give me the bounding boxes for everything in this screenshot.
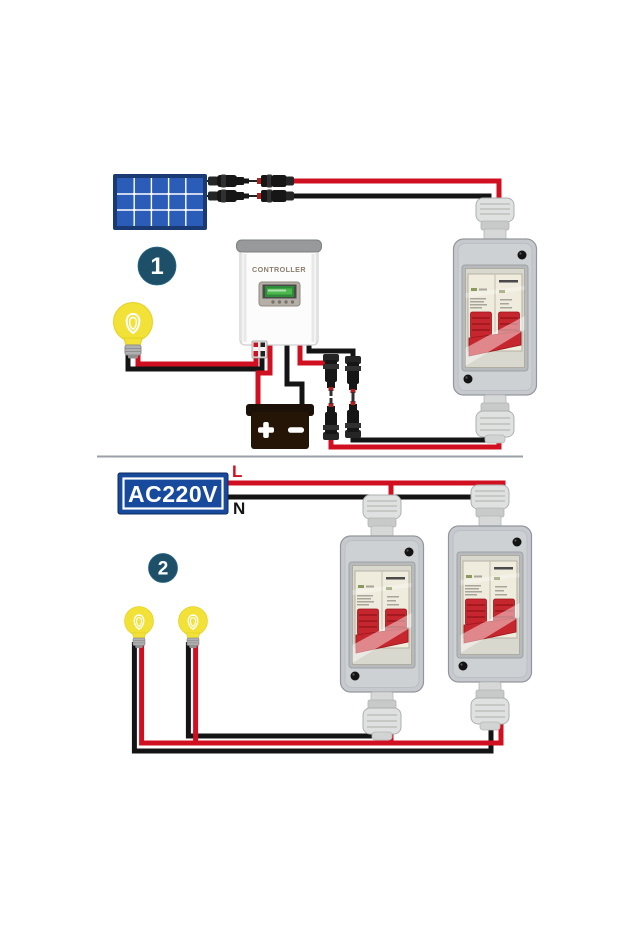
- section-1: 1 CONTROLLER: [112, 173, 538, 450]
- terminal-block: [251, 340, 268, 359]
- mc4-connector-icon: [345, 396, 361, 438]
- light-bulb-icon: [177, 605, 209, 649]
- wire-battery-negative: [284, 344, 305, 408]
- wire-load-positive: [135, 351, 259, 367]
- light-bulb-icon: [123, 605, 155, 649]
- wire-battery-positive: [255, 344, 273, 408]
- mc4-connector-icon: [345, 356, 361, 398]
- mc4-connector-icon: [323, 354, 339, 396]
- battery-minus-symbol: [288, 427, 304, 433]
- wire-load-negative: [125, 351, 265, 372]
- controller-icon: CONTROLLER: [236, 239, 322, 346]
- wire-breaker1-out-negative: [350, 424, 492, 443]
- ac-source-text: AC220V: [128, 481, 218, 507]
- light-bulb-icon: [112, 301, 154, 360]
- panel-grid-dots: [132, 192, 188, 212]
- ac-source-label: AC220V: [117, 472, 229, 515]
- wire-pv-positive: [288, 178, 502, 218]
- step-badge-1: 1: [137, 246, 177, 286]
- wire-line-n: [224, 494, 494, 506]
- controller-button: [277, 300, 282, 304]
- battery-icon: [246, 404, 314, 449]
- step-number-2: 2: [158, 559, 169, 580]
- breaker-enclosure-2: [339, 494, 425, 741]
- breaker-enclosure-3: [447, 484, 533, 731]
- solar-panel-icon: [113, 174, 207, 230]
- battery-plus-symbol: [258, 422, 274, 438]
- step-number-1: 1: [150, 253, 163, 280]
- controller-display: [258, 281, 301, 307]
- mc4-connector-pair-positive: [207, 173, 295, 189]
- line-label: L: [232, 462, 242, 481]
- step-badge-2: 2: [148, 553, 178, 583]
- controller-button: [271, 300, 275, 304]
- section-2: AC220V L N 2: [117, 462, 533, 754]
- wire-red-bus: [139, 642, 504, 746]
- neutral-label: N: [233, 499, 245, 518]
- controller-button: [284, 300, 288, 304]
- wire-line-l: [224, 480, 506, 496]
- wire-pv-negative: [290, 193, 492, 218]
- mc4-connector-pair-negative: [207, 188, 295, 204]
- breaker-enclosure-1: [452, 197, 538, 444]
- mc4-connector-icon: [323, 398, 339, 440]
- controller-button: [290, 300, 295, 304]
- controller-label: CONTROLLER: [252, 265, 306, 274]
- wire-black-outer: [131, 642, 494, 754]
